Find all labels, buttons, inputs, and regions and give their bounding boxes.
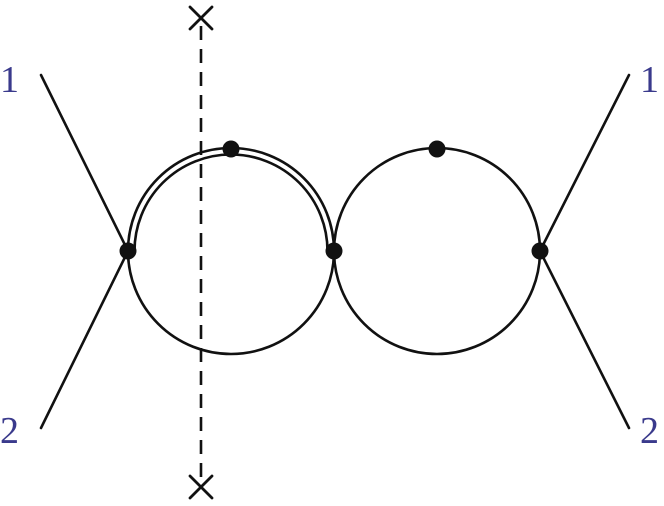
vertex-left xyxy=(119,242,137,260)
leg-left-bottom xyxy=(39,249,130,430)
right-loop xyxy=(332,146,542,356)
insertion-left-loop xyxy=(222,140,240,158)
left-loop-inner-propagator xyxy=(133,153,329,253)
label-right-top: 1 xyxy=(640,59,659,101)
vertex-right xyxy=(531,242,549,260)
insertion-right-loop xyxy=(428,140,446,158)
leg-right-bottom xyxy=(538,249,631,430)
cross-top-icon xyxy=(188,5,214,31)
label-right-bottom: 2 xyxy=(640,410,659,452)
vertex-center xyxy=(325,242,343,260)
leg-left-top xyxy=(39,73,130,253)
label-left-top: 1 xyxy=(0,59,19,101)
label-left-bottom: 2 xyxy=(0,410,19,452)
leg-right-top xyxy=(538,73,631,253)
cross-bottom-icon xyxy=(188,474,214,500)
left-loop xyxy=(126,146,336,356)
